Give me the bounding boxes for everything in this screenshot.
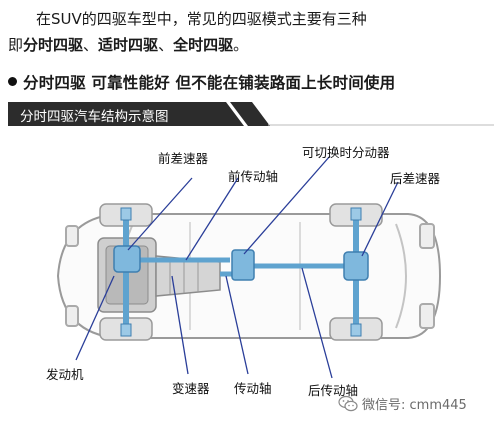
intro-text: 在SUV的四驱车型中，常见的四驱模式主要有三种 即分时四驱、适时四驱、全时四驱。 (8, 6, 492, 58)
leader-rear-shaft (301, 267, 333, 379)
leader-transfer-case (243, 155, 331, 255)
bullet-heading: 分时四驱 可靠性能好 但不能在铺装路面上长时间使用 (8, 71, 395, 93)
label-rear-drive-shaft: 后传动轴 (308, 383, 359, 398)
banner-background (8, 102, 494, 126)
separator: 、 (158, 36, 174, 54)
label-transfer-case: 可切换时分动器 (302, 145, 390, 160)
mode-part-time: 分时四驱 (23, 36, 84, 54)
label-drive-shaft: 传动轴 (234, 381, 272, 396)
wheels (99, 203, 383, 341)
label-gearbox: 变速器 (172, 381, 210, 396)
front-differential (113, 245, 141, 273)
label-rear-differential: 后差速器 (390, 171, 441, 186)
leader-front-diff (127, 177, 193, 251)
diagram-banner: 分时四驱汽车结构示意图 (8, 102, 494, 126)
wechat-icon (338, 395, 358, 411)
watermark: 微信号: cmm445 (338, 394, 467, 413)
mode-on-demand: 适时四驱 (98, 36, 159, 54)
intro-line-1: 在SUV的四驱车型中，常见的四驱模式主要有三种 (36, 10, 367, 28)
bullet-dot-icon (8, 77, 17, 86)
intro-line-2: 即分时四驱、适时四驱、全时四驱。 (8, 32, 492, 58)
transfer-case-box (231, 249, 255, 281)
rear-differential (343, 251, 369, 281)
intro-suffix: 。 (233, 36, 249, 54)
leader-rear-diff (361, 181, 399, 257)
drivetrain (113, 207, 369, 337)
bullet-text: 分时四驱 可靠性能好 但不能在铺装路面上长时间使用 (23, 74, 396, 92)
intro-prefix: 即 (8, 36, 24, 54)
watermark-text: 微信号: cmm445 (362, 398, 467, 413)
drivetrain-diagram (56, 155, 442, 379)
separator: 、 (83, 36, 99, 54)
leader-front-shaft (185, 177, 239, 261)
leader-gearbox (171, 275, 189, 375)
mode-full-time: 全时四驱 (173, 36, 234, 54)
label-front-drive-shaft: 前传动轴 (228, 169, 279, 184)
banner-title: 分时四驱汽车结构示意图 (20, 109, 169, 125)
leader-drive-shaft (225, 275, 249, 375)
leader-engine (75, 275, 115, 361)
label-front-differential: 前差速器 (158, 151, 209, 166)
label-engine: 发动机 (46, 367, 84, 382)
leader-lines (75, 155, 399, 379)
